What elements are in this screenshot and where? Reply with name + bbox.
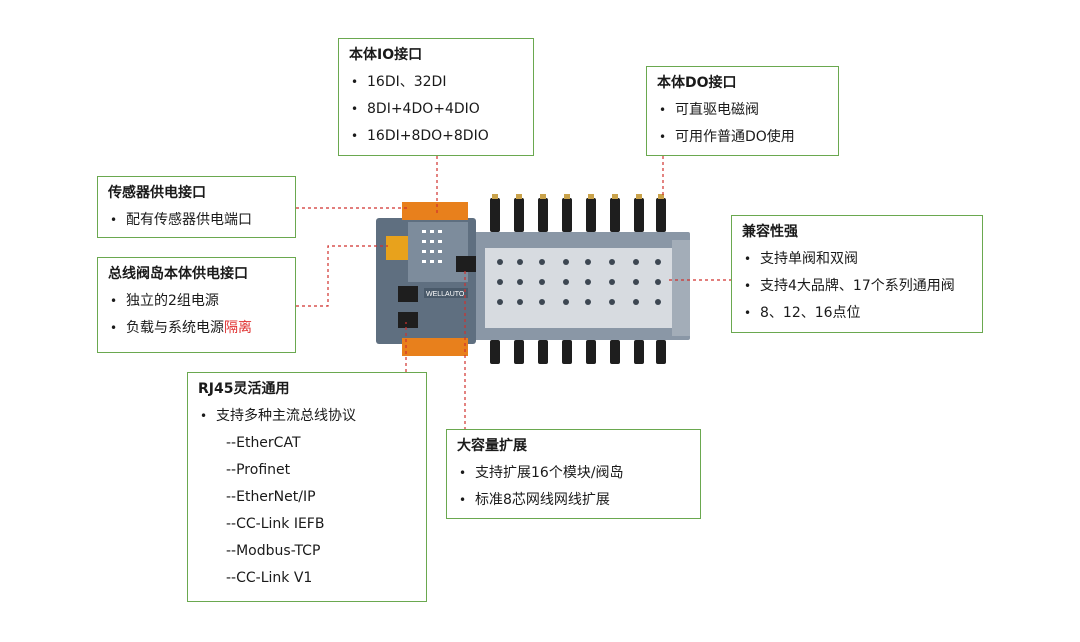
- feature-list: 配有传感器供电端口: [108, 207, 285, 234]
- feature-list: 支持单阀和双阀 支持4大品牌、17个系列通用阀 8、12、16点位: [742, 246, 972, 327]
- valve-ports: [497, 259, 661, 305]
- protocol-item: --EtherCAT: [226, 435, 301, 451]
- callout-compatibility: 兼容性强 支持单阀和双阀 支持4大品牌、17个系列通用阀 8、12、16点位: [731, 215, 983, 333]
- callout-expansion: 大容量扩展 支持扩展16个模块/阀岛 标准8芯网线网线扩展: [446, 429, 701, 519]
- callout-title: 总线阀岛本体供电接口: [108, 266, 248, 282]
- feature-list: 可直驱电磁阀 可用作普通DO使用: [657, 97, 828, 151]
- io-leds: [422, 230, 442, 263]
- callout-title: 本体DO接口: [657, 75, 737, 91]
- feature-item: 16DI+8DO+8DIO: [349, 123, 523, 150]
- callout-title: 传感器供电接口: [108, 185, 206, 201]
- feature-item: 支持单阀和双阀: [742, 246, 972, 273]
- callout-title: RJ45灵活通用: [198, 381, 290, 397]
- feature-item: 16DI、32DI: [349, 69, 523, 96]
- terminal-block-bottom: [402, 338, 468, 356]
- rj45-port-2: [398, 312, 418, 328]
- valve-plate: [485, 248, 675, 328]
- feature-item: 8DI+4DO+4DIO: [349, 96, 523, 123]
- callout-title: 大容量扩展: [457, 438, 527, 454]
- feature-item: 8、12、16点位: [742, 300, 972, 327]
- feature-item: 支持扩展16个模块/阀岛: [457, 460, 690, 487]
- callout-bus-power: 总线阀岛本体供电接口 独立的2组电源 负载与系统电源隔离: [97, 257, 296, 353]
- power-connector: [386, 236, 408, 260]
- callout-sensor-power: 传感器供电接口 配有传感器供电端口: [97, 176, 296, 238]
- feature-item: 独立的2组电源: [108, 288, 285, 315]
- feature-item: 可用作普通DO使用: [657, 124, 828, 151]
- highlight-text: 隔离: [224, 320, 252, 336]
- callout-body-do: 本体DO接口 可直驱电磁阀 可用作普通DO使用: [646, 66, 839, 156]
- feature-list: 16DI、32DI 8DI+4DO+4DIO 16DI+8DO+8DIO: [349, 69, 523, 150]
- rj45-port-1: [398, 286, 418, 302]
- protocol-item: --CC-Link V1: [226, 570, 313, 586]
- brand-label: WELLAUTO: [426, 291, 465, 298]
- protocol-item: --Modbus-TCP: [226, 543, 321, 559]
- leader-bus-power: [296, 245, 388, 307]
- end-plate: [672, 240, 690, 336]
- feature-list: 独立的2组电源 负载与系统电源隔离: [108, 288, 285, 342]
- feature-item: 标准8芯网线网线扩展: [457, 487, 690, 514]
- callout-title: 兼容性强: [742, 224, 798, 240]
- protocol-item: --Profinet: [226, 462, 291, 478]
- callout-title: 本体IO接口: [349, 47, 423, 63]
- top-connectors: [490, 198, 666, 232]
- feature-text: 负载与系统电源: [126, 320, 224, 336]
- feature-item: 支持4大品牌、17个系列通用阀: [742, 273, 972, 300]
- feature-list: 支持扩展16个模块/阀岛 标准8芯网线网线扩展: [457, 460, 690, 514]
- brand-plate: [424, 288, 468, 298]
- feature-item: 支持多种主流总线协议: [198, 403, 416, 430]
- protocol-item: --CC-Link IEFB: [226, 516, 325, 532]
- feature-item: 负载与系统电源隔离: [108, 315, 285, 342]
- protocol-item: --EtherNet/IP: [226, 489, 316, 505]
- top-connector-tips: [492, 194, 664, 199]
- feature-list: 支持多种主流总线协议 --EtherCAT --Profinet --Ether…: [198, 403, 416, 592]
- rj45-port-expand: [456, 256, 476, 272]
- terminal-block-top: [402, 202, 468, 220]
- callout-body-io: 本体IO接口 16DI、32DI 8DI+4DO+4DIO 16DI+8DO+8…: [338, 38, 534, 156]
- callout-rj45: RJ45灵活通用 支持多种主流总线协议 --EtherCAT --Profine…: [187, 372, 427, 602]
- bottom-connectors: [490, 340, 666, 364]
- feature-item: 配有传感器供电端口: [108, 207, 285, 234]
- feature-item: 可直驱电磁阀: [657, 97, 828, 124]
